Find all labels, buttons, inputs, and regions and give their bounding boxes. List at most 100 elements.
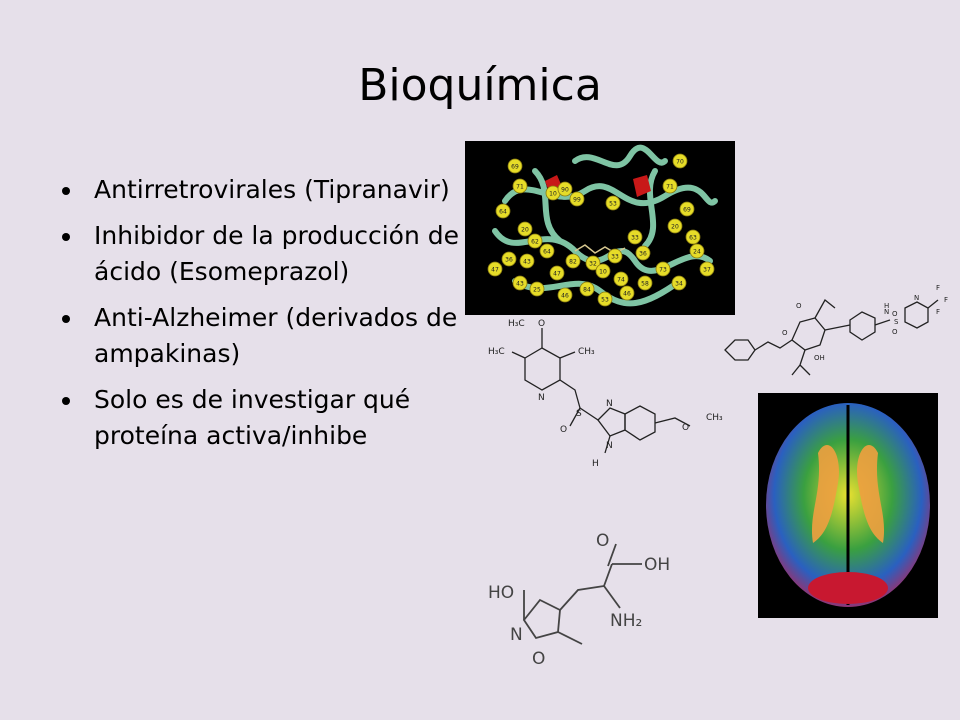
atom-label: CH₃: [578, 347, 595, 357]
residue-label: 36: [505, 257, 513, 264]
residue-ball: [579, 281, 595, 297]
atom-label: O: [682, 423, 689, 433]
residue-ball: [517, 221, 533, 237]
bullet-dot-icon: [62, 397, 70, 405]
residue-label: 37: [703, 267, 711, 274]
bullet-text: Anti-Alzheimer (derivados de ampakinas): [94, 303, 458, 368]
atom-label: F: [936, 284, 940, 292]
atom-label: O: [560, 425, 567, 435]
atom-label: S: [576, 409, 582, 419]
bullet-item: Inhibidor de la producción de ácido (Eso…: [56, 218, 476, 290]
bullet-text: Antirretrovirales (Tipranavir): [94, 175, 450, 204]
residue-ball: [671, 275, 687, 291]
residue-label: 53: [601, 297, 609, 304]
residue-ball: [512, 275, 528, 291]
tipranavir-structure-icon: O O OH N H S O O N F F F: [710, 280, 955, 380]
atom-label: OH: [644, 555, 670, 575]
residue-ball: [527, 233, 543, 249]
residue-label: 33: [611, 254, 619, 261]
bullet-text: Solo es de investigar qué proteína activ…: [94, 385, 411, 450]
atom-label: NH₂: [610, 611, 642, 631]
residue-ball: [501, 251, 517, 267]
residue-ball: [607, 248, 623, 264]
residue-ball: [495, 203, 511, 219]
bullet-text: Inhibidor de la producción de ácido (Eso…: [94, 221, 460, 286]
residue-ball: [679, 201, 695, 217]
residue-label: 43: [523, 259, 531, 266]
residue-ball: [689, 243, 705, 259]
residue-label: 24: [693, 249, 701, 256]
atom-label: N: [538, 393, 545, 403]
residue-label: 64: [499, 209, 507, 216]
residue-label: 73: [659, 267, 667, 274]
residue-label: 20: [671, 224, 679, 231]
residue-ball: [672, 153, 688, 169]
atom-label: H: [884, 302, 889, 310]
residue-label: 32: [589, 261, 597, 268]
residue-label: 53: [609, 201, 617, 208]
residue-label: 20: [521, 227, 529, 234]
bullet-item: Antirretrovirales (Tipranavir): [56, 172, 476, 208]
residue-label: 34: [675, 281, 683, 288]
residue-label: 10: [549, 191, 557, 198]
bullet-dot-icon: [62, 187, 70, 195]
residue-ball: [597, 291, 613, 307]
residue-ball: [685, 229, 701, 245]
residue-ball: [699, 261, 715, 277]
residue-label: 47: [553, 271, 561, 278]
atom-label: S: [894, 318, 899, 326]
residue-label: 46: [623, 291, 631, 298]
residue-label: 69: [511, 164, 519, 171]
residue-ball: [637, 275, 653, 291]
atom-label: H: [592, 459, 599, 469]
residue-ball: [627, 229, 643, 245]
atom-label: N: [606, 441, 613, 451]
residue-ball: [613, 271, 629, 287]
residue-ball: [565, 253, 581, 269]
residue-label: 33: [631, 235, 639, 242]
brain-tractography-icon: [758, 393, 938, 618]
residue-label: 84: [583, 287, 591, 294]
residue-ball: [539, 243, 555, 259]
residue-ball: [529, 281, 545, 297]
residue-ball: [662, 178, 678, 194]
atom-label: N: [510, 625, 523, 645]
residue-ball: [585, 255, 601, 271]
residue-label: 74: [617, 277, 625, 284]
residue-ball: [655, 261, 671, 277]
residue-ball: [549, 265, 565, 281]
residue-ball: [605, 195, 621, 211]
bullet-list: Antirretrovirales (Tipranavir) Inhibidor…: [56, 172, 476, 464]
esomeprazole-structure-icon: H₃C O H₃C CH₃ N S O N N H O CH₃: [480, 308, 740, 484]
atom-label: OH: [814, 354, 825, 362]
residue-ball: [619, 285, 635, 301]
bullet-item: Anti-Alzheimer (derivados de ampakinas): [56, 300, 476, 372]
residue-ball: [512, 178, 528, 194]
residue-label: 82: [569, 259, 577, 266]
residue-label: 58: [641, 281, 649, 288]
atom-label: O: [782, 329, 788, 337]
residue-label: 25: [533, 287, 541, 294]
residue-ball: [569, 191, 585, 207]
atom-label: H₃C: [508, 319, 525, 329]
atom-label: O: [892, 310, 898, 318]
ampa-structure-icon: O OH HO NH₂ N O: [480, 528, 680, 670]
atom-label: H₃C: [488, 347, 505, 357]
atom-label: O: [796, 302, 802, 310]
residue-ball: [487, 261, 503, 277]
residue-ball: [635, 245, 651, 261]
residue-ball: [667, 218, 683, 234]
residue-label: 36: [639, 251, 647, 258]
residue-label: 70: [676, 159, 684, 166]
residue-label: 99: [573, 197, 581, 204]
atom-label: HO: [488, 583, 514, 603]
atom-label: N: [884, 308, 889, 316]
atom-label: O: [892, 328, 898, 336]
residue-label: 64: [543, 249, 551, 256]
atom-label: CH₃: [706, 413, 723, 423]
atom-label: O: [532, 649, 545, 669]
residue-label: 43: [516, 281, 524, 288]
atom-label: F: [936, 308, 940, 316]
residue-ball: [557, 181, 573, 197]
